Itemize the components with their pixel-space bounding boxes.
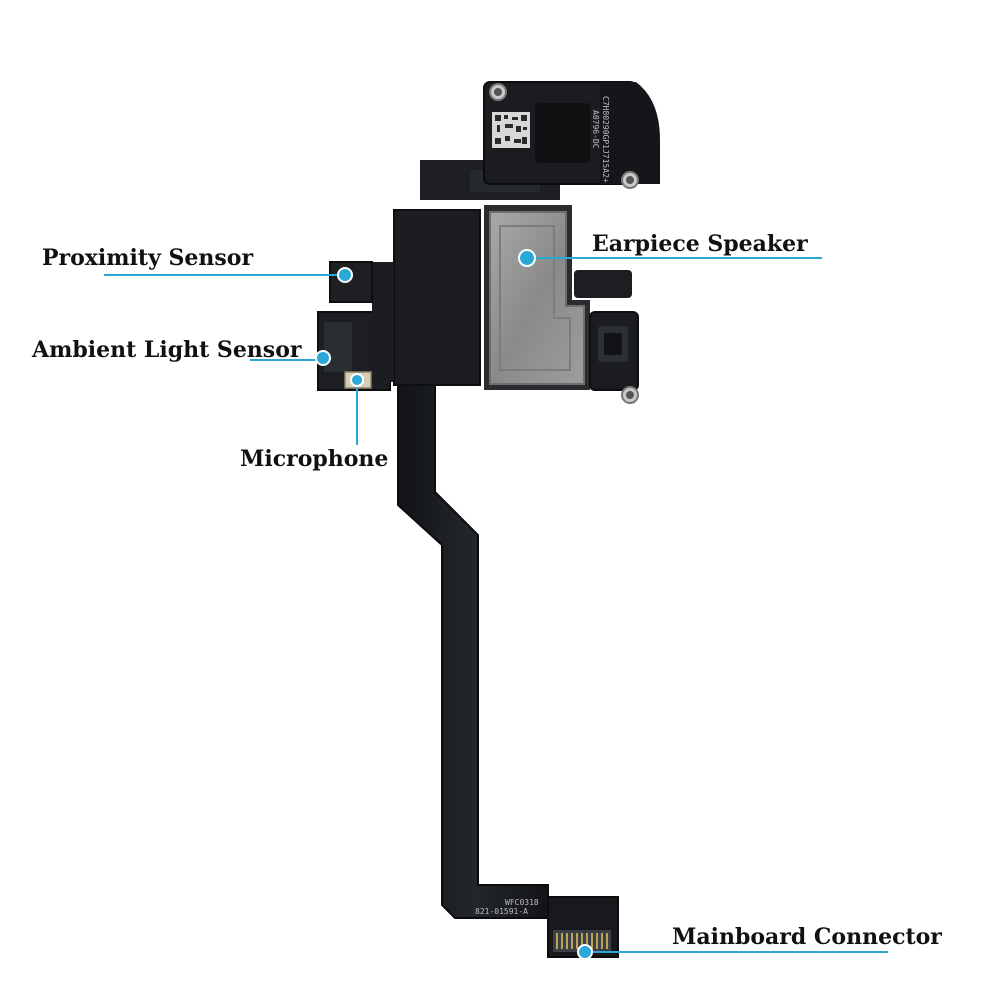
speaker-housing: C7H80290GP1J715A2+ A0796-DC bbox=[483, 81, 660, 189]
sensor-bracket bbox=[317, 261, 394, 391]
label-mainboard-connector: Mainboard Connector bbox=[672, 924, 942, 950]
callout-dots bbox=[315, 249, 593, 960]
label-ambient-light-sensor: Ambient Light Sensor bbox=[32, 337, 302, 363]
speaker-serial-text: C7H80290GP1J715A2+ bbox=[601, 96, 610, 183]
label-microphone: Microphone bbox=[240, 446, 389, 472]
connector-print-text: 821-01591-A bbox=[475, 907, 528, 916]
right-bracket bbox=[574, 270, 639, 404]
label-earpiece-speaker: Earpiece Speaker bbox=[592, 231, 808, 257]
connector-print-text-2: WFC0318 bbox=[505, 898, 539, 907]
label-proximity-sensor: Proximity Sensor bbox=[42, 245, 254, 271]
callout-dot-proximity bbox=[337, 267, 353, 283]
callout-lines bbox=[104, 257, 888, 953]
callout-dot-mainboard bbox=[577, 944, 593, 960]
callout-dot-microphone bbox=[350, 373, 364, 387]
callout-dot-ambient bbox=[315, 350, 331, 366]
earpiece-speaker-plate bbox=[484, 205, 590, 390]
callout-dot-earpiece bbox=[518, 249, 536, 267]
flex-panel bbox=[393, 209, 481, 386]
speaker-serial-text-2: A0796-DC bbox=[591, 110, 600, 149]
flex-ribbon bbox=[397, 379, 549, 919]
